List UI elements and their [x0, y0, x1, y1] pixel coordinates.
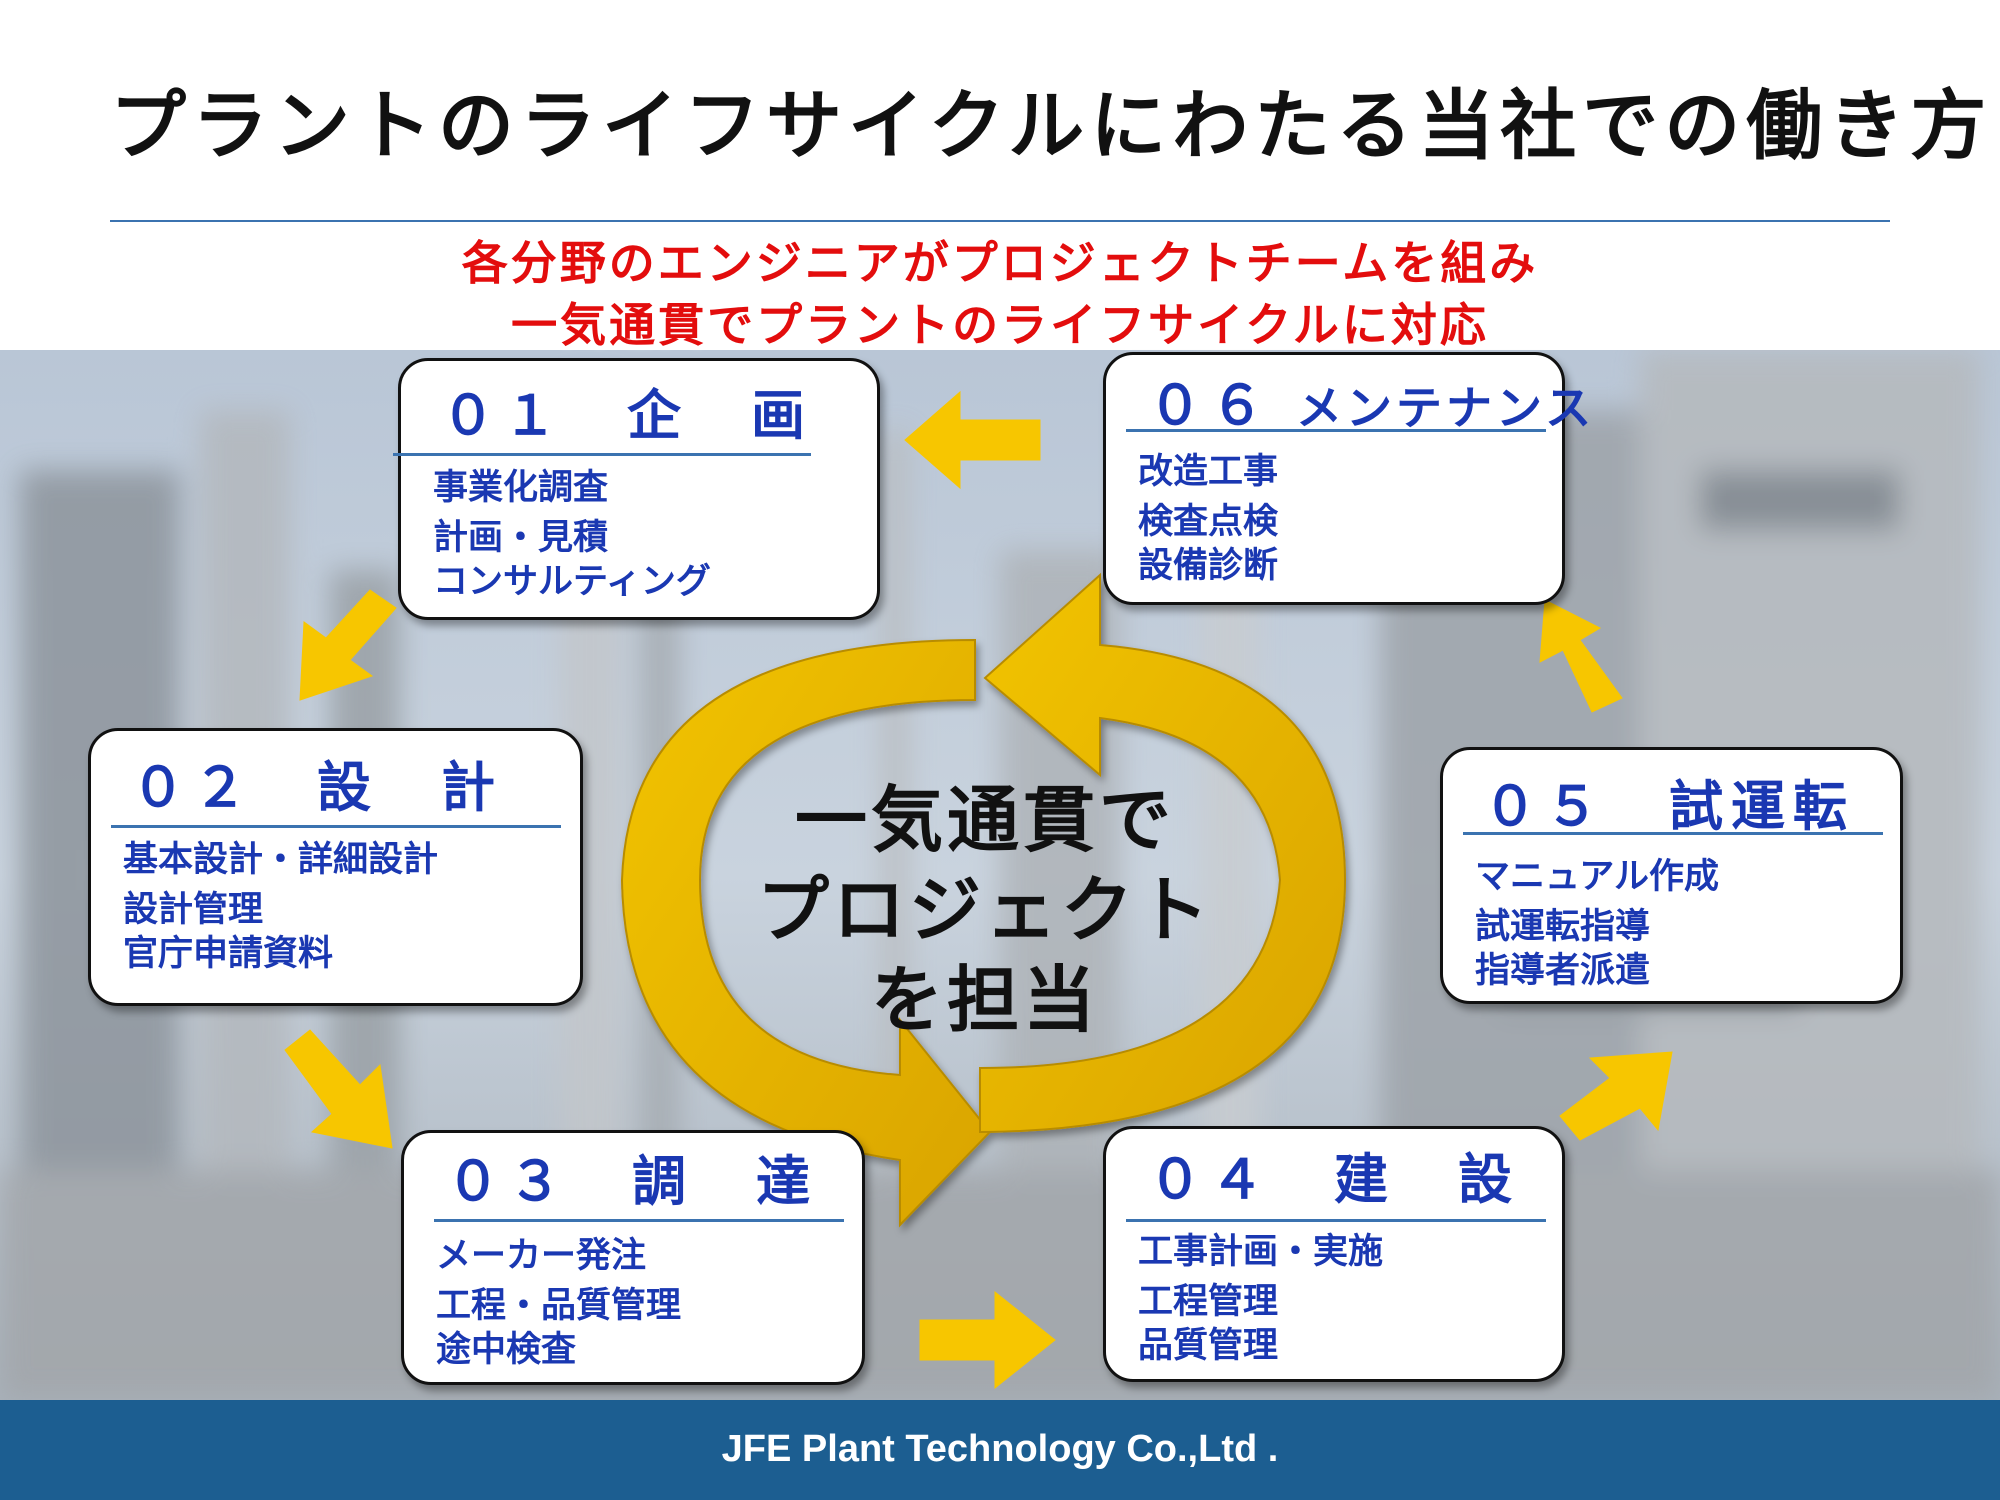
cycle-arrow-right [979, 572, 1347, 1134]
phase-box-commissioning: ０５ 試運転 マニュアル作成 試運転指導 指導者派遣 [1440, 747, 1903, 1004]
phase-number: ０４ [1148, 1148, 1272, 1211]
phase-item: マニュアル作成 [1475, 857, 1719, 897]
phase-title: 試運転 [1669, 775, 1855, 838]
phase-items: メーカー発注 工程・品質管理 途中検査 [436, 1231, 681, 1375]
phase-item: 事業化調査 [433, 468, 609, 508]
phase-divider [111, 825, 561, 828]
center-message: 一気通貫で プロジェクト を担当 [700, 775, 1270, 1045]
phase-item: 指導者派遣 [1475, 951, 1651, 991]
phase-box-construction: ０４ 建 設 工事計画・実施 工程管理 品質管理 [1103, 1126, 1565, 1382]
phase-arrows [284, 390, 1673, 1390]
phase-box-maintenance: ０６ メンテナンス 改造工事 検査点検 設備診断 [1103, 352, 1591, 605]
phase-item: 基本設計・詳細設計 [123, 840, 439, 880]
phase-item: 検査点検 [1138, 502, 1279, 542]
center-line-2: プロジェクト [756, 868, 1213, 952]
company-name: JFE Plant Technology Co.,Ltd . [721, 1428, 1279, 1470]
phase-item: 官庁申請資料 [123, 934, 334, 974]
phase-number: ０３ [446, 1150, 570, 1213]
phase-items: 事業化調査 計画・見積 コンサルティング [433, 463, 711, 607]
phase-title: 調 達 [632, 1150, 818, 1213]
phase-heading: ０３ 調 達 [446, 1155, 818, 1209]
arrow-02-to-03 [284, 1029, 393, 1149]
arrow-05-to-06 [1539, 599, 1623, 713]
phase-heading: ０１ 企 画 [441, 389, 813, 443]
phase-items: 工事計画・実施 工程管理 品質管理 [1138, 1227, 1383, 1371]
phase-title: 設 計 [317, 756, 503, 819]
phase-item: 工程・品質管理 [436, 1286, 682, 1326]
phase-title: 建 設 [1334, 1148, 1520, 1211]
phase-number: ０５ [1483, 775, 1607, 838]
arrow-06-to-01 [904, 390, 1041, 490]
phase-number: ０１ [441, 384, 565, 447]
footer-bar: JFE Plant Technology Co.,Ltd . [0, 1400, 2000, 1500]
page-title: プラントのライフサイクルにわたる当社での働き方 [110, 81, 1993, 170]
arrow-04-to-05 [1559, 1051, 1673, 1141]
phase-divider [1126, 1219, 1546, 1222]
phase-item: 工事計画・実施 [1138, 1232, 1384, 1272]
phase-number: ０６ [1148, 374, 1272, 437]
phase-heading: ０４ 建 設 [1148, 1153, 1520, 1207]
phase-item: 改造工事 [1138, 452, 1279, 492]
cycle-arrow-left [620, 638, 992, 1228]
phase-heading: ０５ 試運転 [1483, 780, 1855, 834]
arrow-01-to-02 [299, 589, 397, 701]
phase-divider [1463, 832, 1883, 835]
phase-box-planning: ０１ 企 画 事業化調査 計画・見積 コンサルティング [393, 358, 880, 620]
phase-item: コンサルティング [433, 562, 711, 602]
phase-item: メーカー発注 [436, 1236, 647, 1276]
phase-divider [1126, 429, 1546, 432]
phase-item: 品質管理 [1138, 1326, 1279, 1366]
center-line-1: 一気通貫で [794, 778, 1175, 862]
phase-heading: ０２ 設 計 [131, 761, 503, 815]
phase-item: 試運転指導 [1475, 907, 1651, 947]
subtitle-line-2: 一気通貫でプラントのライフサイクルに対応 [511, 298, 1489, 352]
phase-item: 設計管理 [123, 890, 264, 930]
phase-items: マニュアル作成 試運転指導 指導者派遣 [1475, 852, 1719, 996]
phase-divider [393, 453, 811, 456]
center-cycle-arrows [620, 572, 1347, 1228]
phase-box-design: ０２ 設 計 基本設計・詳細設計 設計管理 官庁申請資料 [88, 728, 583, 1006]
arrow-03-to-04 [919, 1290, 1056, 1390]
phase-number: ０２ [131, 756, 255, 819]
phase-divider [434, 1219, 844, 1222]
phase-heading: ０６ メンテナンス [1148, 379, 1595, 433]
phase-items: 改造工事 検査点検 設備診断 [1138, 447, 1278, 591]
phase-item: 途中検査 [436, 1330, 577, 1370]
phase-item: 工程管理 [1138, 1282, 1279, 1322]
phase-box-procurement: ０３ 調 達 メーカー発注 工程・品質管理 途中検査 [401, 1130, 865, 1385]
phase-items: 基本設計・詳細設計 設計管理 官庁申請資料 [123, 835, 438, 979]
phase-item: 計画・見積 [433, 518, 609, 558]
phase-title: メンテナンス [1296, 381, 1596, 435]
phase-title: 企 画 [627, 384, 813, 447]
subtitle-line-1: 各分野のエンジニアがプロジェクトチームを組み [461, 236, 1539, 290]
phase-item: 設備診断 [1138, 546, 1279, 586]
center-line-3: を担当 [870, 958, 1099, 1042]
title-divider [110, 220, 1890, 222]
